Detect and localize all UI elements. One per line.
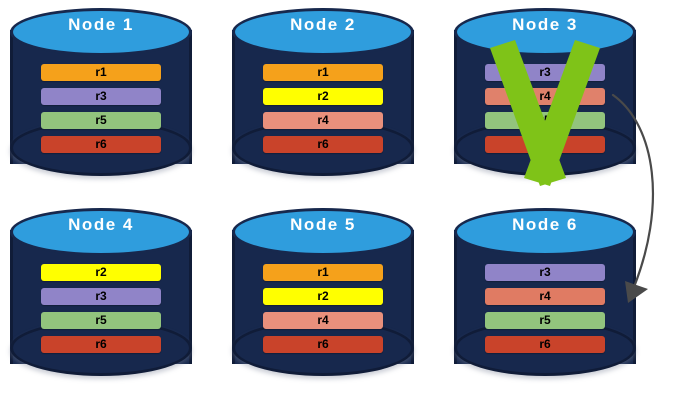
replica-bar[interactable]: r6: [485, 136, 605, 153]
replica-bar[interactable]: r5: [41, 312, 161, 329]
node-3-replica-list: r3 r4 r5 r6: [485, 64, 605, 153]
node-2[interactable]: Node 2 r1 r2 r4 r6: [232, 8, 414, 186]
replica-bar[interactable]: r2: [263, 88, 383, 105]
replica-bar[interactable]: r4: [263, 112, 383, 129]
replica-bar[interactable]: r6: [263, 336, 383, 353]
node-1-label: Node 1: [68, 15, 134, 34]
replica-bar[interactable]: r2: [263, 288, 383, 305]
node-4-replica-list: r2 r3 r5 r6: [41, 264, 161, 353]
node-6-replica-list: r3 r4 r5 r6: [485, 264, 605, 353]
replica-bar[interactable]: r3: [485, 64, 605, 81]
node-3[interactable]: Node 3 r3 r4 r5 r6: [454, 8, 636, 186]
node-4[interactable]: Node 4 r2 r3 r5 r6: [10, 208, 192, 386]
replica-bar[interactable]: r3: [41, 288, 161, 305]
replica-bar[interactable]: r4: [485, 88, 605, 105]
replica-bar[interactable]: r6: [41, 136, 161, 153]
replica-bar[interactable]: r1: [263, 264, 383, 281]
replica-bar[interactable]: r6: [41, 336, 161, 353]
replica-bar[interactable]: r1: [263, 64, 383, 81]
node-4-cylinder-top: [10, 208, 192, 256]
replica-bar[interactable]: r3: [41, 88, 161, 105]
node-2-label: Node 2: [290, 15, 356, 34]
node-4-label: Node 4: [68, 215, 134, 234]
replica-bar[interactable]: r1: [41, 64, 161, 81]
replica-bar[interactable]: r4: [485, 288, 605, 305]
node-5-label: Node 5: [290, 215, 356, 234]
replica-bar[interactable]: r4: [263, 312, 383, 329]
node-1[interactable]: Node 1 r1 r3 r5 r6: [10, 8, 192, 186]
node-2-replica-list: r1 r2 r4 r6: [263, 64, 383, 153]
node-5-replica-list: r1 r2 r4 r6: [263, 264, 383, 353]
node-1-replica-list: r1 r3 r5 r6: [41, 64, 161, 153]
node-3-label: Node 3: [512, 15, 578, 34]
node-6-cylinder-top: [454, 208, 636, 256]
replica-bar[interactable]: r6: [263, 136, 383, 153]
replica-bar[interactable]: r5: [485, 112, 605, 129]
replica-bar[interactable]: r2: [41, 264, 161, 281]
replica-bar[interactable]: r5: [485, 312, 605, 329]
replica-bar[interactable]: r6: [485, 336, 605, 353]
node-6-label: Node 6: [512, 215, 578, 234]
node-5[interactable]: Node 5 r1 r2 r4 r6: [232, 208, 414, 386]
node-5-cylinder-top: [232, 208, 414, 256]
replica-bar[interactable]: r3: [485, 264, 605, 281]
node-6[interactable]: Node 6 r3 r4 r5 r6: [454, 208, 636, 386]
node-1-cylinder-top: [10, 8, 192, 56]
replica-bar[interactable]: r5: [41, 112, 161, 129]
node-2-cylinder-top: [232, 8, 414, 56]
